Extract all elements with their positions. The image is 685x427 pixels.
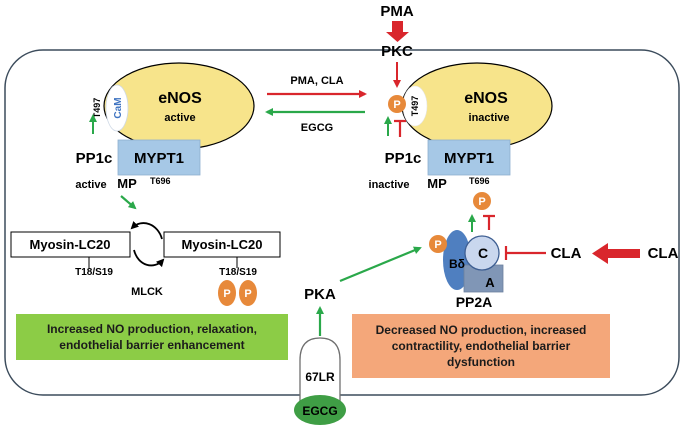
cla-outer-label: CLA	[648, 245, 679, 262]
mlck-label: MLCK	[131, 286, 163, 298]
myosin-box-left	[10, 231, 131, 258]
left-mypt1-box	[117, 139, 201, 176]
enos-active-title: eNOS	[158, 90, 202, 107]
67lr-receptor	[299, 337, 341, 403]
right-t497-label: T497	[410, 96, 420, 117]
right-t497-phospho-label: P	[393, 99, 400, 111]
forward-arrow-label: PMA, CLA	[290, 75, 343, 87]
cam-label: CaM	[113, 97, 124, 118]
left-mp-label: MP	[117, 176, 137, 191]
pp2a-c-subunit	[464, 235, 500, 271]
outcome-orange-text: Decreased NO production, increased contr…	[375, 323, 587, 369]
cla-inner-label: CLA	[551, 245, 582, 262]
cam-shape	[105, 84, 129, 132]
pka-to-bdelta-arrow	[339, 246, 422, 283]
lc20-phospho-1	[218, 280, 236, 306]
left-mypt1-label: MYPT1	[134, 150, 184, 167]
phosphorylation-arc	[133, 249, 165, 268]
bdelta-phospho	[429, 235, 447, 253]
egcg-label: EGCG	[302, 404, 337, 418]
right-mypt1-box	[427, 139, 511, 176]
reverse-arrow-label: EGCG	[301, 122, 333, 134]
outcome-green-box: Increased NO production, relaxation, end…	[16, 314, 288, 360]
myosin-right-label: Myosin-LC20	[182, 237, 263, 252]
right-t497-phospho	[388, 95, 406, 113]
right-pp1c-state: inactive	[369, 179, 410, 191]
left-pp1c-state: active	[75, 179, 106, 191]
pma-label: PMA	[380, 3, 414, 20]
pma-block-arrow	[386, 21, 409, 42]
67lr-label: 67LR	[305, 370, 335, 384]
mp-to-myosin-arrow	[120, 195, 137, 210]
cla-block-arrow	[592, 243, 640, 264]
enos-active-state: active	[164, 112, 195, 124]
outcome-orange-box: Decreased NO production, increased contr…	[352, 314, 610, 378]
pp2a-a-label: A	[485, 275, 495, 290]
lc20-phospho-1-label: P	[223, 288, 230, 300]
right-mp-label: MP	[427, 176, 447, 191]
right-t696-phospho	[473, 192, 491, 210]
pka-label: PKA	[304, 286, 336, 303]
lc20-phospho-2	[239, 280, 257, 306]
myosin-left-label: Myosin-LC20	[30, 237, 111, 252]
pp2a-label: PP2A	[456, 294, 493, 310]
right-mypt1-label: MYPT1	[444, 150, 494, 167]
pp2a-bdelta-label: Bδ	[449, 257, 465, 271]
left-t497-label: T497	[92, 98, 102, 119]
lc20-phospho-2-label: P	[244, 288, 251, 300]
pp2a-to-t696-inhibit	[483, 214, 495, 230]
cell-membrane	[4, 49, 680, 396]
outcome-green-text: Increased NO production, relaxation, end…	[46, 322, 258, 352]
left-sites-label: T18/S19	[75, 267, 113, 278]
right-sites-label: T18/S19	[219, 267, 257, 278]
pkc-label: PKC	[381, 43, 413, 60]
cla-inhibits-pp2a	[504, 246, 546, 260]
left-t696-label: T696	[150, 176, 171, 186]
dephosphorylation-arc	[130, 220, 163, 240]
myosin-box-right	[163, 231, 281, 258]
right-t696-label: T696	[469, 176, 490, 186]
right-t696-phospho-label: P	[478, 196, 485, 208]
pp2a-c-label: C	[478, 245, 488, 261]
bdelta-phospho-label: P	[434, 239, 441, 251]
right-t497-inhibit	[394, 119, 406, 137]
left-pp1c-label: PP1c	[76, 150, 113, 167]
right-pp1c-label: PP1c	[385, 150, 422, 167]
enos-inactive-title: eNOS	[464, 90, 508, 107]
enos-inactive-state: inactive	[469, 112, 510, 124]
egcg-ligand	[294, 395, 346, 425]
